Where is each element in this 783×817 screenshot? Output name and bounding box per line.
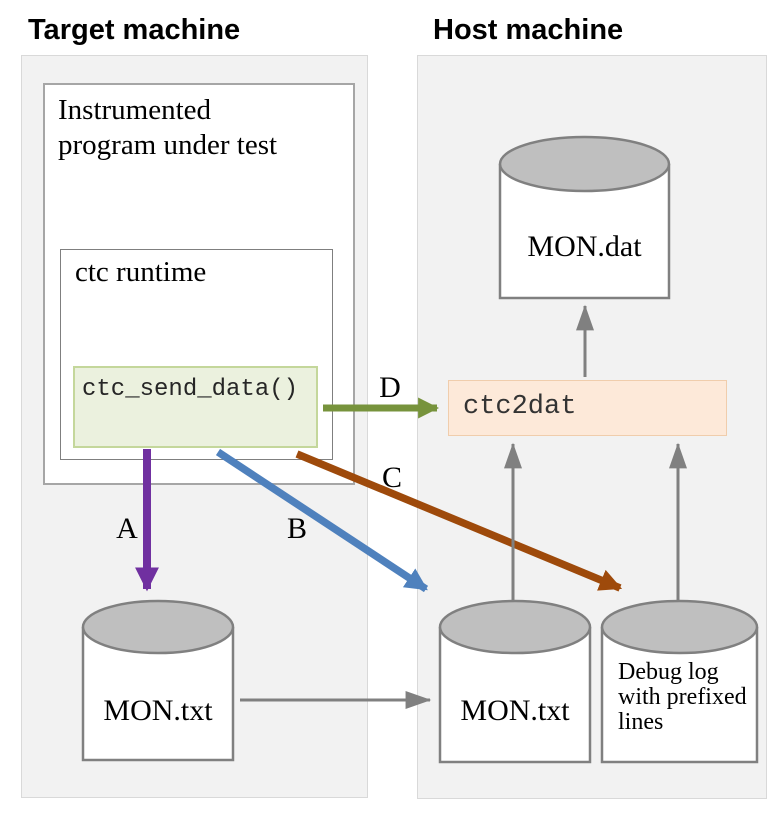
mon-dat-cylinder xyxy=(498,135,671,300)
mon-txt-target-label: MON.txt xyxy=(103,694,213,727)
ctc2dat-label: ctc2dat xyxy=(463,392,577,422)
mon-txt-host-cylinder xyxy=(438,599,592,764)
mon-txt-host-cylinder-top xyxy=(438,599,592,655)
mon-dat-label: MON.dat xyxy=(527,230,642,263)
ctc-runtime-label: ctc runtime xyxy=(75,256,207,288)
arrow-b-send-data-to-host-mon-txt xyxy=(215,448,429,593)
debug-log-cylinder xyxy=(600,599,759,764)
arrow-label-c: C xyxy=(381,461,403,494)
arrow-label-b: B xyxy=(286,512,308,545)
mon-txt-target-cylinder-top xyxy=(81,599,235,655)
ctc2dat-box xyxy=(448,380,727,436)
ctc-send-data-label: ctc_send_data() xyxy=(82,376,299,403)
host-machine-heading: Host machine xyxy=(433,14,624,46)
ctc-send-data-box xyxy=(73,366,318,448)
arrow-label-a: A xyxy=(116,512,138,545)
instrumented-program-label: Instrumented program under test xyxy=(58,94,278,161)
debug-log-label: Debug log with prefixed lines xyxy=(618,659,747,735)
mon-dat-cylinder-top xyxy=(498,135,671,193)
mon-txt-host-label: MON.txt xyxy=(460,694,570,727)
target-machine-heading: Target machine xyxy=(28,14,241,46)
mon-txt-target-cylinder xyxy=(81,599,235,762)
arrow-c-send-data-to-debug-log xyxy=(295,450,623,592)
debug-log-cylinder-top xyxy=(600,599,759,655)
arrow-label-d: D xyxy=(379,371,401,404)
